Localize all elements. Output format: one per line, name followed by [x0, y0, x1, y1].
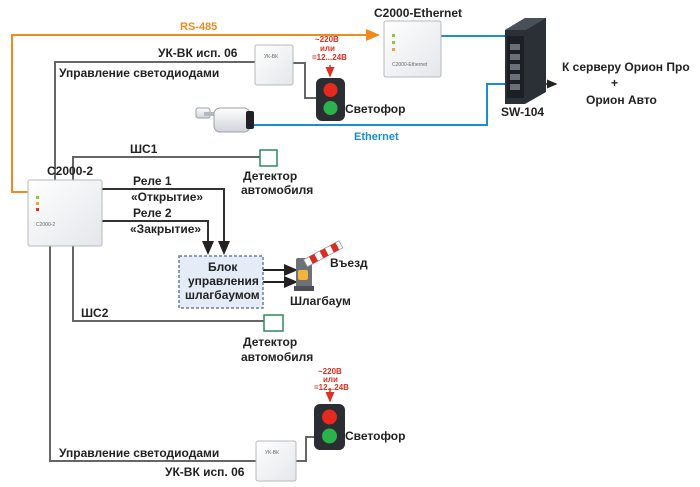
- c2000-2-device-text: С2000-2: [36, 222, 55, 228]
- led-control-bot-wire: [49, 246, 256, 462]
- power-bot-line2: или: [323, 375, 338, 384]
- rele2-wire: [102, 220, 214, 255]
- ethernet-label: Ethernet: [354, 131, 399, 143]
- ukvk-top-to-light-wire: [293, 62, 316, 99]
- c2000-ethernet-device: С2000-Ethernet: [383, 20, 442, 78]
- rele2-close-label: «Закрытие»: [130, 222, 201, 236]
- block-label-3: шлагбаумом: [185, 288, 260, 302]
- barrier-device: [294, 240, 344, 291]
- power-top-line2: или: [320, 44, 335, 53]
- svetofor-top-label: Светофор: [345, 102, 405, 116]
- switch-label: SW-104: [501, 105, 544, 119]
- c2000-2-device: С2000-2: [27, 179, 103, 247]
- server-label-2: Орион Авто: [586, 93, 657, 107]
- ukvk-bottom-device-text: УК-ВК: [265, 450, 279, 456]
- power-top-line3: =12...24В: [312, 53, 347, 62]
- barrier-label: Шлагбаум: [290, 294, 351, 308]
- ukvk-top-device-text: УК-ВК: [264, 54, 278, 60]
- ukvk-top-label: УК-ВК исп. 06: [158, 46, 238, 60]
- led-control-top-label: Управление светодиодами: [59, 66, 219, 80]
- shs2-wire: [72, 246, 264, 322]
- rele2-label: Реле 2: [133, 206, 172, 220]
- shs1-wire: [72, 156, 260, 180]
- shs2-label: ШС2: [81, 306, 109, 320]
- led-control-bot-label: Управление светодиодами: [59, 446, 219, 460]
- ukvk-bot-to-light-wire: [296, 436, 314, 462]
- shs1-label: ШС1: [130, 142, 158, 156]
- block-label-2: управления: [188, 274, 259, 288]
- block-label-1: Блок: [208, 260, 238, 274]
- server-label-1: К серверу Орион Про: [562, 60, 690, 74]
- detector-bot-label-1: Детектор: [243, 335, 297, 349]
- c2000-ethernet-device-text: С2000-Ethernet: [392, 62, 428, 68]
- server-label-plus: +: [611, 76, 618, 90]
- camera-device: [195, 107, 254, 133]
- rs485-label: RS-485: [180, 21, 217, 33]
- ukvk-bot-label: УК-ВК исп. 06: [165, 465, 245, 479]
- ethernet-line-camera-to-switch: [246, 83, 505, 126]
- barrier-control-block: [178, 255, 264, 309]
- ukvk-top-device: УК-ВК: [254, 44, 294, 86]
- rele1-open-label: «Открытие»: [131, 190, 203, 204]
- detector-bottom: [263, 314, 284, 332]
- rele1-label: Реле 1: [133, 174, 172, 188]
- entry-label: Въезд: [330, 256, 368, 270]
- power-bot-line3: =12...24В: [314, 383, 349, 392]
- detector-top-label-2: автомобиля: [241, 183, 313, 197]
- svetofor-bot-label: Светофор: [345, 429, 405, 443]
- rele1-wire: [102, 188, 230, 255]
- c2000-2-label: С2000-2: [47, 164, 93, 178]
- detector-top: [259, 149, 278, 167]
- traffic-light-bottom: [314, 404, 345, 450]
- power-top-line1: ~220В: [315, 35, 339, 44]
- ukvk-bottom-device: УК-ВК: [255, 440, 297, 482]
- power-bot-line1: ~220В: [318, 367, 342, 376]
- traffic-light-top: [316, 78, 345, 121]
- c2000-ethernet-label: С2000-Ethernet: [374, 6, 462, 20]
- detector-top-label-1: Детектор: [243, 169, 297, 183]
- switch-device: [505, 18, 546, 104]
- detector-bot-label-2: автомобиля: [241, 350, 313, 364]
- led-control-top-wire: [54, 61, 255, 192]
- rs485-line: [11, 29, 380, 193]
